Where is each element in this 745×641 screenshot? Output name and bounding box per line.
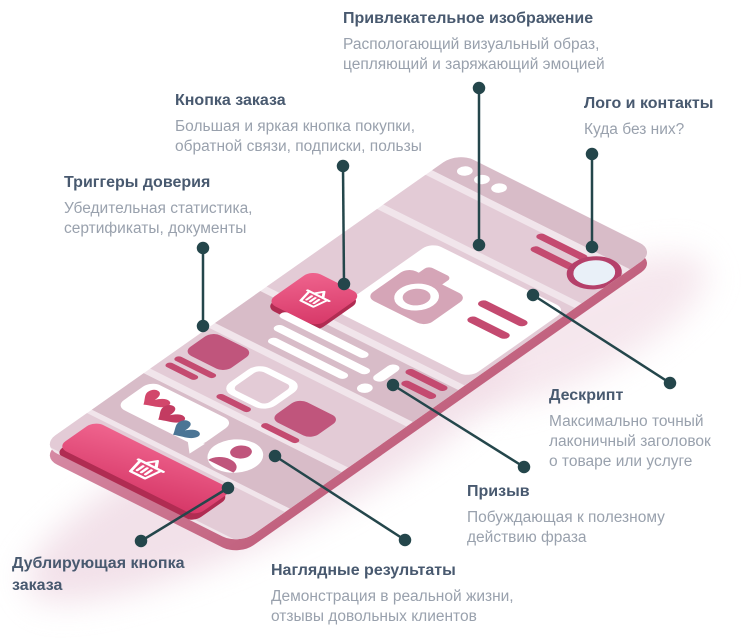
annotation-order-button: Кнопка заказа Большая и яркая кнопка пок…: [175, 90, 422, 157]
annotation-title: Триггеры доверия: [64, 174, 211, 191]
connector-trust-triggers: [196, 241, 210, 333]
annotation-duplicate-order-button: Дублирующая кнопка заказа: [12, 553, 217, 603]
cta-text-lines: [267, 312, 371, 379]
annotation-attractive-image: Привлекательное изображение Распологающи…: [343, 8, 605, 75]
annotation-line: Максимально точный: [549, 413, 704, 430]
annotation-line: Куда без них?: [584, 121, 685, 138]
annotation-trust-triggers: Триггеры доверия Убедительная статистика…: [64, 172, 253, 239]
page-shadow-right: [453, 254, 707, 406]
annotation-descript: Дескрипт Максимально точный лаконичный з…: [549, 385, 711, 472]
descript-bars: [401, 368, 448, 399]
contact-lines: [530, 233, 588, 270]
duplicate-order-button-mock: [59, 423, 229, 520]
annotation-line: Побуждающая к полезному: [467, 509, 665, 526]
exclamation-icon: [356, 364, 400, 393]
avatar-icon: [207, 439, 264, 473]
annotation-line: Большая и яркая кнопка покупки,: [175, 118, 416, 135]
annotation-line: Убедительная статистика,: [64, 200, 253, 217]
annotation-line: Демонстрация в реальной жизни,: [271, 588, 514, 605]
connector-order-button: [336, 159, 351, 291]
likes-bubble: [120, 383, 230, 454]
certificate-outline: [226, 366, 298, 409]
camera-icon: [370, 265, 463, 325]
annotation-title: Наглядные результаты: [271, 562, 456, 579]
annotation-title: Лого и контакты: [584, 95, 714, 112]
connector-descript: [526, 288, 677, 390]
connector-visual-results: [268, 449, 412, 547]
annotation-title: Кнопка заказа: [175, 92, 286, 109]
annotation-visual-results: Наглядные результаты Демонстрация в реал…: [271, 560, 514, 627]
annotation-title: Призыв: [467, 483, 530, 500]
annotation-call-to-action: Призыв Побуждающая к полезному действию …: [467, 481, 665, 548]
connectors: [134, 81, 677, 548]
annotation-line: обратной связи, подписки, пользы: [175, 138, 422, 155]
annotation-line: о товаре или услуге: [549, 453, 693, 470]
page-mockup: [40, 152, 657, 545]
connector-call-to-action: [386, 378, 531, 474]
annotation-title: Дескрипт: [549, 387, 624, 404]
connector-duplicate-order: [134, 481, 235, 548]
annotation-title: Привлекательное изображение: [343, 10, 594, 27]
annotation-line: лаконичный заголовок: [549, 433, 711, 450]
headline-bars: [467, 300, 528, 339]
annotation-line: отзывы довольных клиентов: [271, 608, 477, 625]
logo-circle: [566, 256, 622, 290]
trust-blocks: [165, 334, 336, 444]
header-band: [378, 172, 630, 307]
connector-attractive-image: [472, 81, 486, 252]
connector-logo-contacts: [585, 147, 599, 254]
annotation-line: цепляющий и заряжающий эмоцией: [343, 56, 605, 73]
annotation-title: Дублирующая кнопка заказа: [12, 555, 185, 594]
annotation-logo-contacts: Лого и контакты Куда без них?: [584, 93, 713, 140]
annotation-line: сертификаты, документы: [64, 220, 247, 237]
annotation-line: действию фраза: [467, 529, 587, 546]
annotation-line: Распологающий визуальный образ,: [343, 36, 600, 53]
